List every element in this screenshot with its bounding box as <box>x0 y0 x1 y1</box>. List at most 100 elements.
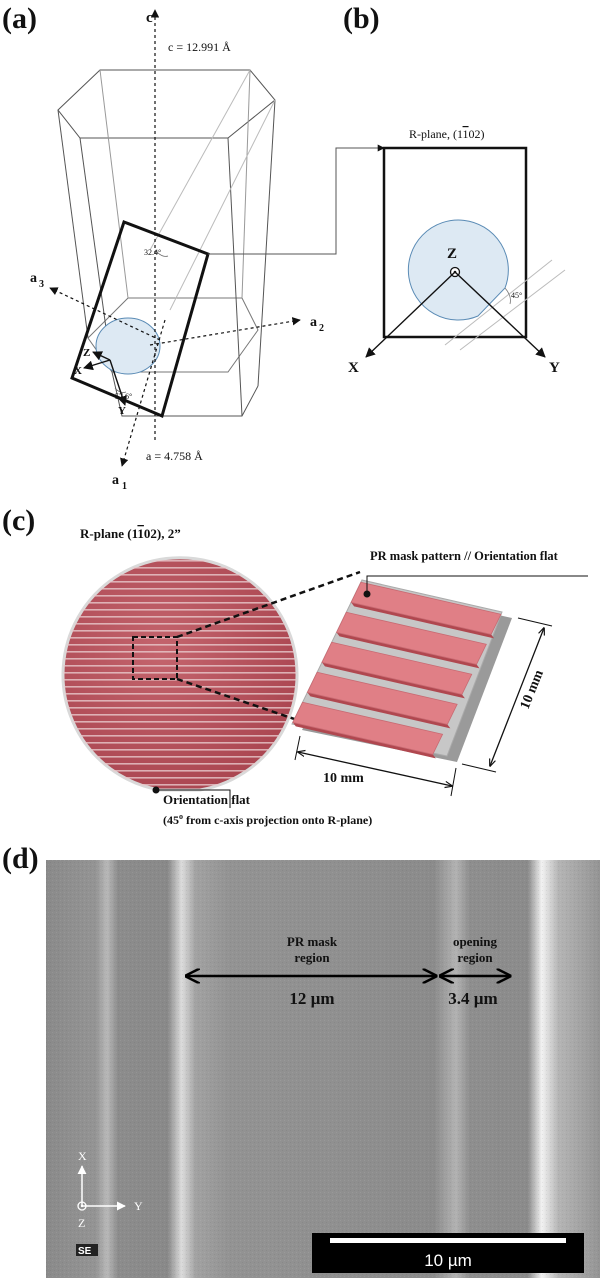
a3-axis <box>49 287 161 341</box>
opening-region-label-2: region <box>457 950 493 965</box>
c-lattice-value: c = 12.991 Å <box>168 40 231 54</box>
mask-stripe-side <box>307 692 451 729</box>
zoom-box <box>132 636 178 680</box>
a1-axis <box>120 319 166 467</box>
wafer-stripe <box>63 714 298 716</box>
mask-stripes <box>292 581 502 759</box>
wafer-stripe <box>63 560 298 562</box>
panel-b: (b) R-plane, (1102) 45° Z X Y <box>343 2 566 376</box>
y-axis-arrow <box>109 359 127 406</box>
mask-stripe <box>335 611 487 665</box>
x-axis-arrow <box>83 359 111 371</box>
a3-axis-label: a <box>30 271 37 286</box>
mask-stripe-side <box>292 722 436 759</box>
a1-axis-label: a <box>112 473 119 488</box>
a1-axis-subscript: 1 <box>122 481 127 492</box>
sem-axes: X Y Z <box>77 1149 143 1230</box>
wafer-stripe <box>63 637 298 639</box>
z-axis-arrow <box>92 351 111 361</box>
x-axis-arrow <box>365 271 456 358</box>
wafer-title: R-plane (1102), 2” <box>80 526 181 541</box>
wafer-circle-projection <box>95 317 161 375</box>
mask-stripe <box>321 641 473 695</box>
panel-d-label: (d) <box>2 842 39 875</box>
hexagonal-prism <box>57 69 276 417</box>
wafer-stripe <box>63 728 298 730</box>
panel-a: (a) c c = 12.991 Å a 1 a = 4.758 Å <box>2 2 385 492</box>
dim-horizontal-label: 10 mm <box>323 771 364 786</box>
wafer-stripe <box>63 623 298 625</box>
wafer-stripe <box>63 686 298 688</box>
zoom-line-bottom <box>176 677 313 727</box>
wafer-stripe <box>63 581 298 583</box>
panel-b-label: (b) <box>343 2 380 35</box>
dim-ext <box>450 767 457 797</box>
wafer-stripe <box>63 721 298 723</box>
mask-region-label-1: PR mask <box>287 934 338 949</box>
panel-c-label: (c) <box>2 504 35 537</box>
wafer-stripe <box>63 644 298 646</box>
detector-label: SE <box>78 1246 92 1257</box>
angle-arc <box>504 287 511 305</box>
x-label: X <box>74 365 82 377</box>
dim-ext <box>461 763 497 773</box>
wafer-stripe <box>63 700 298 702</box>
wafer-stripe <box>63 658 298 660</box>
a-lattice-value: a = 4.758 Å <box>146 449 203 463</box>
a2-axis-subscript: 2 <box>319 323 324 334</box>
r-plane-title: R-plane, (1102) <box>409 127 485 141</box>
detector-badge <box>76 1244 98 1256</box>
mask-width-label: 12 µm <box>289 989 334 1008</box>
x-label: X <box>348 360 359 376</box>
sem-z-symbol <box>77 1201 87 1211</box>
sem-y-label: Y <box>134 1199 143 1213</box>
dim-vertical-label: 10 mm <box>518 668 547 712</box>
wafer-stripe <box>63 574 298 576</box>
sem-x-label: X <box>78 1149 87 1163</box>
opening-width-label: 3.4 µm <box>448 989 497 1008</box>
panel-c: (c) R-plane (1102), 2” Orientation flat … <box>2 504 588 827</box>
wafer-stripe <box>63 707 298 709</box>
scale-bar <box>330 1238 566 1243</box>
a2-axis-label: a <box>310 315 317 330</box>
wafer-stripe <box>63 609 298 611</box>
flat-callout-line <box>156 789 231 808</box>
prism-edge <box>241 69 251 299</box>
dim-horizontal <box>298 752 452 786</box>
wafer-stripe <box>63 777 298 779</box>
wafer-stripe <box>63 693 298 695</box>
local-axes-a: Z X Y <box>74 347 127 417</box>
prism-edge <box>227 137 243 417</box>
prism-bottom-edge <box>111 371 259 417</box>
z-label: Z <box>83 347 90 359</box>
prism-edge <box>99 69 129 299</box>
wafer-stripe <box>63 651 298 653</box>
mask-region-label-2: region <box>294 950 330 965</box>
scale-bar-label: 10 µm <box>424 1251 472 1270</box>
dim-ext <box>517 617 553 627</box>
wafer-stripe <box>63 602 298 604</box>
sem-noise <box>46 860 600 1278</box>
mask-callout-line <box>366 575 588 594</box>
wafer-stripe <box>63 588 298 590</box>
angle-label: 45° <box>511 291 522 300</box>
a2-axis <box>149 317 301 346</box>
angle-label-top: 32.4° <box>144 248 161 257</box>
y-axis-arrow <box>454 271 546 358</box>
guide-line <box>459 269 566 351</box>
mask-stripe-side <box>336 632 480 669</box>
flat-label: Orientation flat <box>163 792 251 807</box>
dim-ext <box>294 735 301 761</box>
connector-arrow <box>208 144 385 255</box>
wafer-stripe <box>63 672 298 674</box>
mask-stripe <box>306 671 458 725</box>
wafer-stripe <box>63 749 298 751</box>
r-plane-rectangle <box>70 220 210 419</box>
guide-line <box>444 259 553 346</box>
prism-diagonal <box>169 99 276 311</box>
panel-a-label: (a) <box>2 2 37 35</box>
wafer-stripe <box>63 735 298 737</box>
y-label: Y <box>549 360 560 376</box>
sem-z-label: Z <box>78 1216 85 1230</box>
